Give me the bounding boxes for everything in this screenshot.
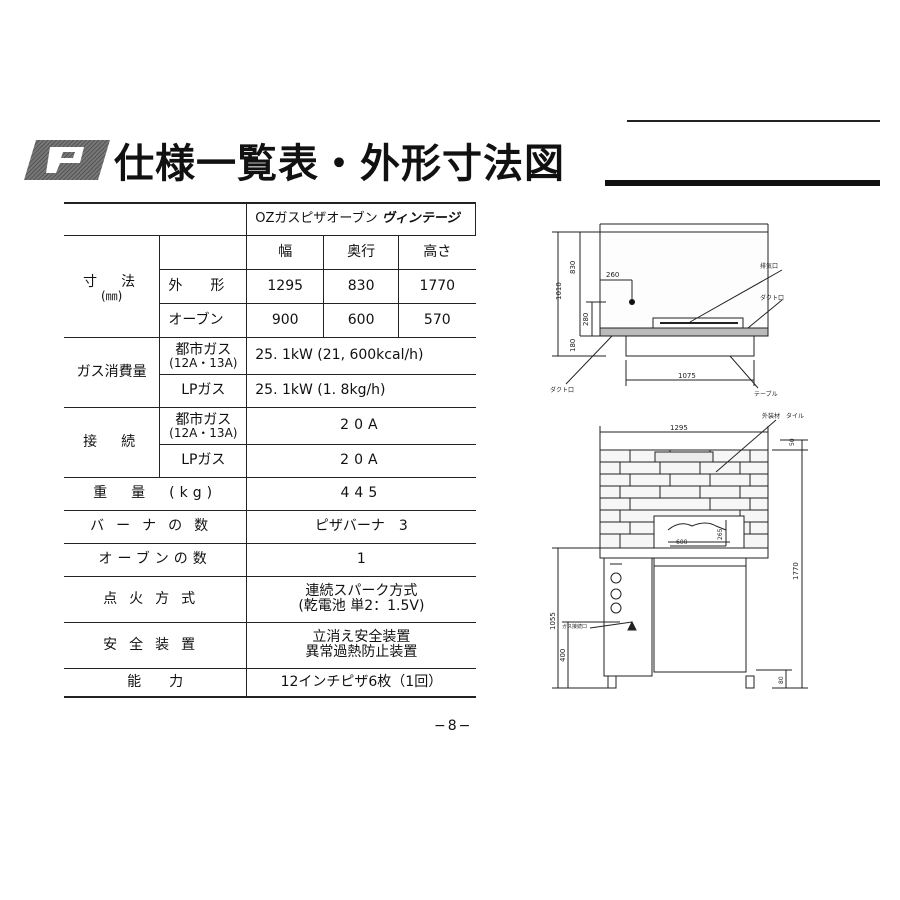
weight-label: 重 量 (kg) [64,476,248,511]
product-name-cell: OZガスピザオーブン ヴィンテージ [246,202,476,236]
dim-50: 50 [789,438,796,446]
section-p-emblem-icon [24,140,110,180]
outer-label: 外 形 [159,268,248,304]
safety-value-cell: 立消え安全装置 異常過熱防止装置 [246,621,476,669]
table-row: オーブン 900 600 570 [64,302,476,338]
dimensions-unit: (㎜) [100,288,123,303]
dim-260: 260 [606,271,619,279]
dim-1055: 1055 [549,612,557,630]
col-header-height: 高さ [398,234,476,270]
connection-label: 接 続 [64,406,161,478]
table-row: 寸 法 (㎜) 外 形 1295 830 1770 [64,268,476,338]
lp-gas-label: LPガス [159,373,248,408]
table-row: 重 量 (kg) 445 [64,476,476,511]
conn-city-gas-cell: 都市ガス (12A・13A) [159,406,248,445]
conn-lp-gas-value: 20A [246,443,476,478]
blank-cell [64,202,248,236]
ignition-value: 連続スパーク方式 [305,583,418,600]
conn-city-gas-value: 20A [246,406,476,445]
label-gas-inlet: ガス接続口 [562,623,587,630]
dim-180: 180 [569,339,577,352]
blank-cell [64,234,161,269]
dim-1010: 1010 [555,282,563,300]
table-row: オーブンの数 1 [64,542,476,577]
outer-width: 1295 [246,268,325,304]
page-number: −8− [434,718,473,734]
product-brand: ヴィンテージ [381,211,460,227]
label-table: テーブル [754,390,778,398]
page-title: 仕様一覧表・外形寸法図 [114,141,565,187]
dim-1075: 1075 [678,372,696,380]
dimensions-label: 寸 法 [83,274,141,290]
label-exterior-tile: 外装材 タイル [762,412,804,420]
table-row: バーナの数 ピザバーナ 3 [64,509,476,544]
oven-depth: 600 [323,302,400,338]
oven-count-label: オーブンの数 [64,542,248,577]
oven-label: オーブン [159,302,248,338]
col-header-depth: 奥行 [323,234,400,270]
oven-height: 570 [398,302,476,338]
safety-label: 安全装置 [64,621,248,669]
dimension-drawing: 1010 830 260 280 180 1075 排気口 ダクト口 ダクト口 … [549,223,808,689]
dim-600: 600 [676,539,688,546]
capacity-label: 能 力 [64,667,248,698]
conn-city-gas-sub: (12A・13A) [169,425,238,440]
table-row: LPガス 25. 1kW (1. 8kg/h) [64,373,476,408]
product-name: OZガスピザオーブン [255,211,378,227]
table-row: OZガスピザオーブン ヴィンテージ [64,202,476,236]
table-row: 接 続 都市ガス (12A・13A) 20A [64,406,476,478]
ignition-label: 点火方式 [64,575,248,623]
blank-cell [159,234,248,270]
conn-lp-gas-label: LPガス [159,443,248,478]
dim-1295: 1295 [670,424,688,432]
burner-count-label: バーナの数 [64,509,248,544]
gas-consumption-label: ガス消費量 [64,336,161,408]
capacity-value: 12インチピザ6枚（1回） [246,667,476,698]
col-header-width: 幅 [246,234,325,270]
city-gas-label: 都市ガス [175,341,232,358]
dim-400: 400 [559,649,567,662]
table-row: 幅 奥行 高さ [64,234,476,270]
label-duct-left: ダクト口 [550,386,574,394]
dim-280: 280 [582,313,590,326]
table-row: 安全装置 立消え安全装置 異常過熱防止装置 [64,621,476,669]
burner-count-value: ピザバーナ 3 [246,509,476,544]
spec-table: OZガスピザオーブン ヴィンテージ 幅 奥行 高さ 寸 法 (㎜) 外 形 12… [64,202,476,698]
ignition-value-detail: (乾電池 単2：1.5V) [298,598,425,614]
label-exhaust: 排気口 [760,262,778,270]
center-mark-icon [629,299,635,305]
top-view-labels: 1010 830 260 280 180 1075 排気口 ダクト口 ダクト口 … [550,261,784,398]
label-duct-right: ダクト口 [760,294,784,302]
city-gas-cell: 都市ガス (12A・13A) [159,336,248,375]
dim-80: 80 [778,676,785,684]
lp-gas-consumption: 25. 1kW (1. 8kg/h) [246,373,476,408]
city-gas-sub: (12A・13A) [169,355,238,370]
front-view-labels: 1295 50 1770 600 265 1055 400 80 外装材 タイル… [549,412,804,684]
table-row: 点火方式 連続スパーク方式 (乾電池 単2：1.5V) [64,575,476,623]
top-rule [627,120,880,122]
dimensions-label-cell: 寸 法 (㎜) [64,269,161,338]
outer-height: 1770 [398,268,476,304]
safety-value: 立消え安全装置 [312,629,411,646]
city-gas-consumption: 25. 1kW (21, 600kcal/h) [246,336,476,375]
front-view-drawing [552,419,808,689]
oven-width: 900 [246,302,325,338]
table-row: ガス消費量 都市ガス (12A・13A) 25. 1kW (21, 600kca… [64,336,476,408]
dim-1770: 1770 [792,562,800,580]
safety-value-detail: 異常過熱防止装置 [305,644,418,660]
weight-value: 445 [246,476,476,511]
table-row: 能 力 12インチピザ6枚（1回） [64,667,476,698]
ignition-value-cell: 連続スパーク方式 (乾電池 単2：1.5V) [246,575,476,623]
oven-count-value: 1 [246,542,476,577]
title-rule [605,180,880,186]
top-view-drawing [552,223,783,389]
dim-830: 830 [569,261,577,274]
outer-depth: 830 [323,268,400,304]
conn-city-gas-label: 都市ガス [175,411,232,428]
dim-265: 265 [717,528,724,540]
